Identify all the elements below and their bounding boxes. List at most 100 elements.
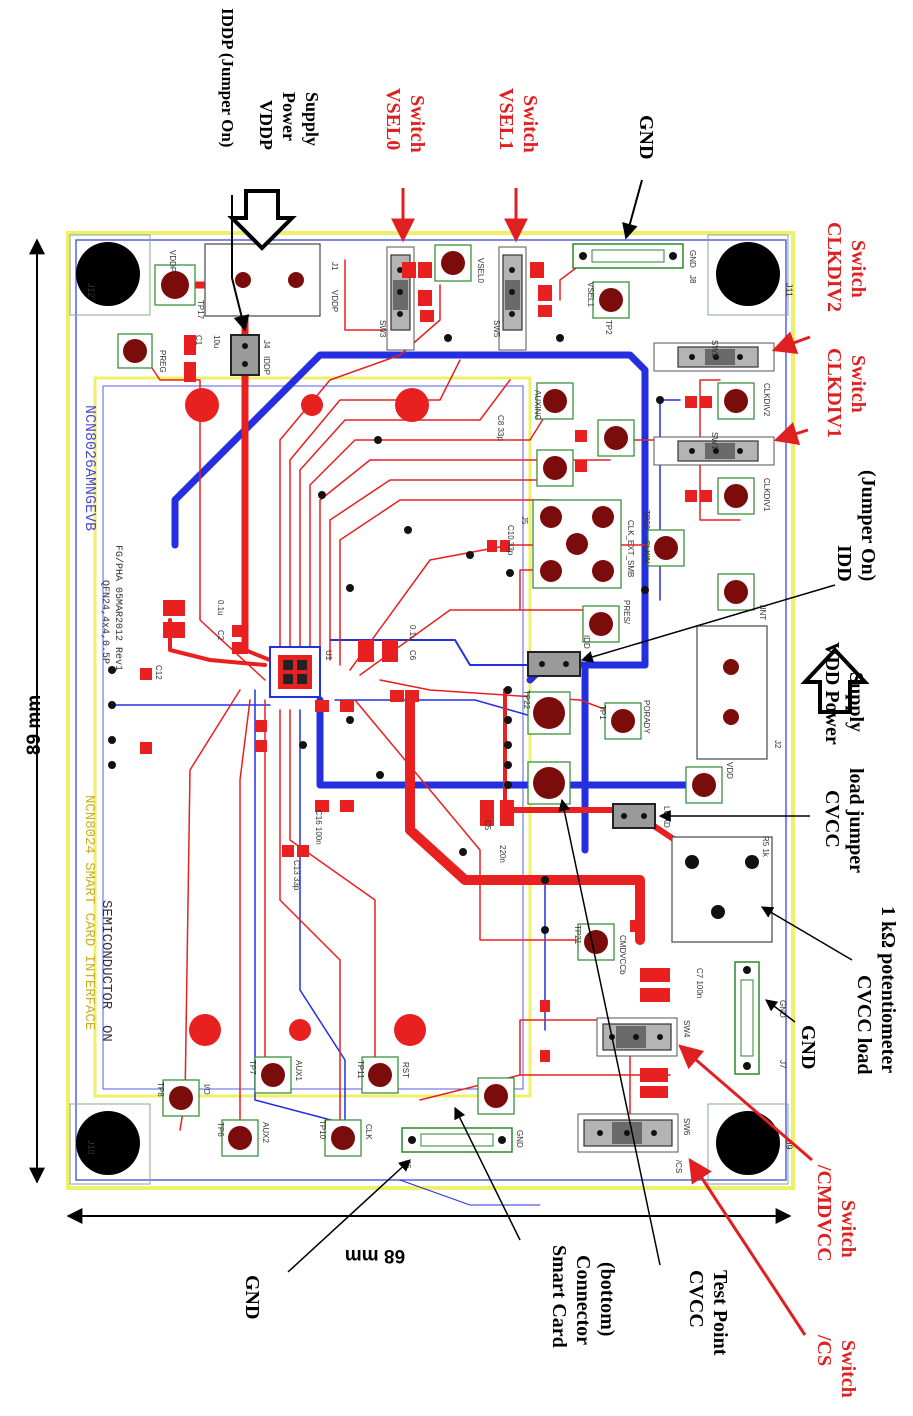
gnd-top-label: GND — [635, 115, 657, 159]
gnd-right-label: GND — [797, 1025, 819, 1069]
board-silkscreen: NCN8026AMNGEVB QFN24,4x4,0.5P FG/PHA 05M… — [81, 405, 124, 1042]
vias — [108, 334, 664, 934]
lbl-tp2: TP2 — [604, 320, 613, 335]
gnd-top-arrow — [622, 179, 643, 240]
idd-label-2: (Jumper On) — [857, 470, 879, 581]
lbl-c2: C2 — [216, 630, 225, 641]
tp7 — [254, 1056, 292, 1094]
lbl-j8: J8 — [688, 275, 697, 284]
tp4 — [536, 382, 574, 420]
vsel1-label-1: VSEL1 — [495, 88, 517, 150]
lbl-auxinc: AUXINC — [533, 390, 542, 420]
potentiometer-arrow — [760, 906, 853, 961]
lbl-c10: C10 33p — [506, 525, 515, 556]
j9-label: J9 — [784, 1140, 794, 1150]
callout-arrows — [231, 179, 853, 1336]
cmdvcc-label-1: /CMDVCC — [813, 1164, 835, 1262]
lbl-load: LOAD — [662, 806, 671, 828]
lbl-sw6: SW6 — [682, 1118, 691, 1136]
lbl-j4: J4 — [262, 340, 271, 349]
vddp-label-1: VDDP — [256, 100, 276, 150]
clkdiv2-arrow — [771, 331, 811, 354]
idd-arrow — [580, 584, 836, 663]
tp2 — [592, 281, 630, 319]
switch-sw1-clkdiv1 — [653, 436, 775, 466]
cvcc-pot-label-1: CVCC load — [853, 975, 875, 1074]
vsel1-label-2: Switch — [519, 95, 541, 153]
lbl-porady: PORADY — [642, 700, 651, 734]
clk-ext-smb-connector: J5 CLK_EXT_SMB — [520, 499, 635, 589]
gnd-bar-right — [734, 961, 760, 1075]
dimension-height-label: 89 mm — [24, 695, 45, 755]
lbl-c6: C6 — [408, 650, 417, 661]
lbl-sw2: SW2 — [710, 340, 719, 358]
tp15 — [717, 477, 755, 515]
on-text: ON — [98, 1025, 114, 1042]
clkdiv1-arrow — [773, 422, 809, 446]
tp5 — [597, 419, 635, 457]
vdd-supply-arrow — [800, 647, 870, 714]
iddp-jumper-label: IDDP (Jumper On) — [218, 8, 237, 147]
pcb-board: J12 J11 J10 J9 — [66, 231, 795, 1190]
smart-card-label-3: (bottom) — [596, 1262, 618, 1336]
lbl-vsel0: VSEL0 — [476, 258, 485, 283]
j1-vddp-label: VDDP — [330, 290, 339, 312]
tp18-preg — [117, 333, 153, 369]
vendor-text: SEMICONDUCTOR — [98, 900, 114, 1010]
vsel0-label-1: VSEL0 — [382, 88, 404, 150]
lbl-c7: C7 100n — [695, 968, 704, 998]
lbl-tp1: TP1 — [598, 705, 607, 720]
j12-label: J12 — [86, 283, 96, 298]
tp14 — [717, 382, 755, 420]
lbl-c13: C13 33p — [292, 860, 301, 891]
clkdiv1-label-2: Switch — [847, 355, 869, 413]
lbl-tp17: TP17 — [196, 300, 205, 320]
lbl-cmdvcc: CMDVCCb — [618, 935, 627, 975]
tp20 — [647, 529, 685, 567]
gnd-right-arrow — [765, 999, 796, 1023]
smd-components — [140, 262, 712, 1098]
smart-card-label-2: Connector — [572, 1255, 594, 1345]
vsel0-label-2: Switch — [406, 95, 428, 153]
tp-int — [717, 573, 755, 611]
jumper-j8-load — [612, 803, 656, 829]
clkdiv2-label-1: CLKDIV2 — [823, 222, 845, 312]
lbl-tp10: TP10 — [318, 1120, 327, 1140]
tp6 — [221, 1119, 259, 1157]
lbl-clk: CLK — [364, 1124, 373, 1140]
tp-cvcc — [527, 761, 571, 805]
lbl-iddp: IDDP — [262, 356, 271, 375]
mounting-hole-tr — [707, 234, 789, 316]
lbl-sw5: SW5 — [492, 320, 501, 338]
lbl-idd: IDD — [582, 635, 591, 649]
lbl-c5: C5 — [483, 820, 492, 831]
smart-card-contacts — [185, 388, 429, 1046]
vddp-supply-arrow — [227, 189, 297, 251]
vddp-label-2: Power — [279, 92, 299, 141]
lbl-tp22: TP22 — [522, 690, 531, 710]
vdd-supply-label-1: VDD Power — [821, 642, 843, 745]
clkdiv1-label-1: CLKDIV1 — [823, 348, 845, 438]
cmdvcc-arrow — [678, 1044, 813, 1162]
lbl-vddp: VDDP — [168, 250, 177, 272]
lbl-gnd-bottom: GND — [515, 1130, 524, 1148]
lbl-c1v: 10u — [212, 335, 221, 348]
lbl-gnd-j8: GND — [688, 250, 697, 268]
lbl-c5v: 220n — [498, 845, 507, 863]
lbl-tp20: TP20 — [642, 510, 651, 530]
lbl-vsel1: VSEL1 — [586, 282, 595, 307]
lbl-aux1: AUX1 — [294, 1060, 303, 1081]
lbl-c16: C16 100n — [314, 810, 323, 845]
lbl-c8: C8 33p — [496, 415, 505, 441]
vdd-connector-j2: J2 — [696, 625, 782, 760]
cvcc-potentiometer-r5: R5 1k — [671, 836, 773, 943]
vdd-supply-label-2: Supply — [845, 672, 867, 732]
lbl-c6v: 0.1u — [408, 625, 417, 641]
tp8 — [162, 1079, 200, 1117]
lbl-sw3: SW3 — [378, 320, 387, 338]
r5-label: R5 1k — [761, 836, 770, 858]
cmdvcc-label-2: Switch — [837, 1200, 859, 1258]
tp10 — [324, 1119, 362, 1157]
